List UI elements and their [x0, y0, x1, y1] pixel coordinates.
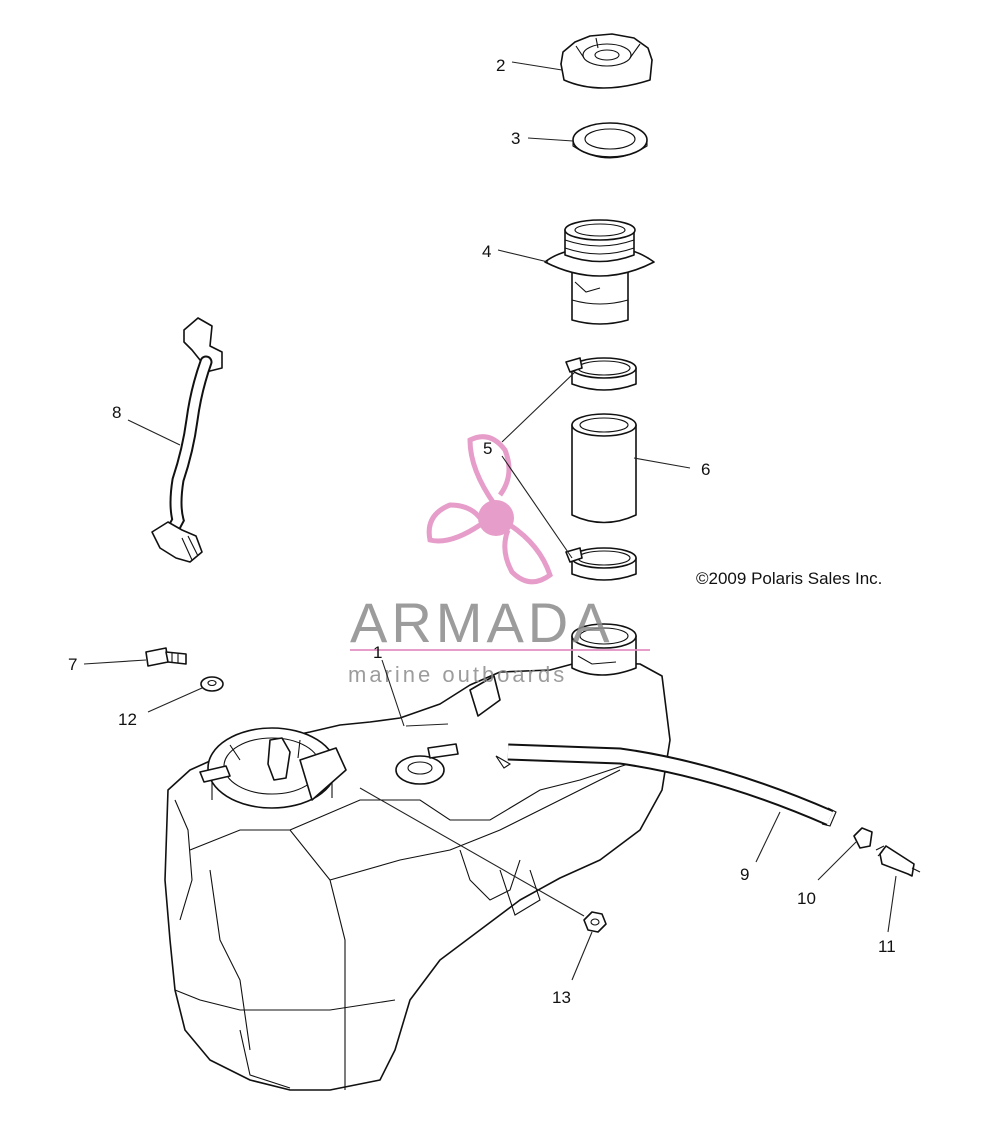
callout-11: 11 [878, 937, 896, 956]
callout-4: 4 [482, 242, 491, 261]
leader-lines [83, 61, 897, 981]
hose-clamp-lower-part [565, 547, 637, 581]
callout-7: 7 [68, 655, 77, 674]
copyright-text: ©2009 Polaris Sales Inc. [696, 569, 882, 588]
rubber-cap-part [853, 827, 873, 849]
callout-13: 13 [552, 988, 571, 1007]
propeller-icon [426, 434, 553, 585]
washer-part [200, 676, 224, 692]
callout-6: 6 [701, 460, 710, 479]
watermark-logo [350, 434, 650, 651]
watermark-tagline: marine outboards [348, 662, 567, 687]
callout-10: 10 [797, 889, 816, 908]
vent-line-part [151, 317, 223, 563]
gasket-ring-part [572, 122, 648, 159]
filler-hose-part [571, 413, 637, 524]
callout-8: 8 [112, 403, 121, 422]
hose-clamp-upper-part [565, 357, 637, 391]
fuel-cap-part [560, 33, 653, 89]
check-valve-part [875, 845, 921, 877]
fuel-tank-part [164, 623, 671, 1091]
watermark-brand: ARMADA [350, 591, 614, 654]
bolt-part [145, 647, 187, 667]
fuel-line-part [507, 743, 837, 827]
callout-5: 5 [483, 439, 492, 458]
callout-9: 9 [740, 865, 749, 884]
hex-nut-part [583, 911, 607, 933]
callout-2: 2 [496, 56, 505, 75]
callout-1: 1 [373, 643, 382, 662]
filler-neck-part [544, 219, 655, 325]
callout-3: 3 [511, 129, 520, 148]
callout-12: 12 [118, 710, 137, 729]
